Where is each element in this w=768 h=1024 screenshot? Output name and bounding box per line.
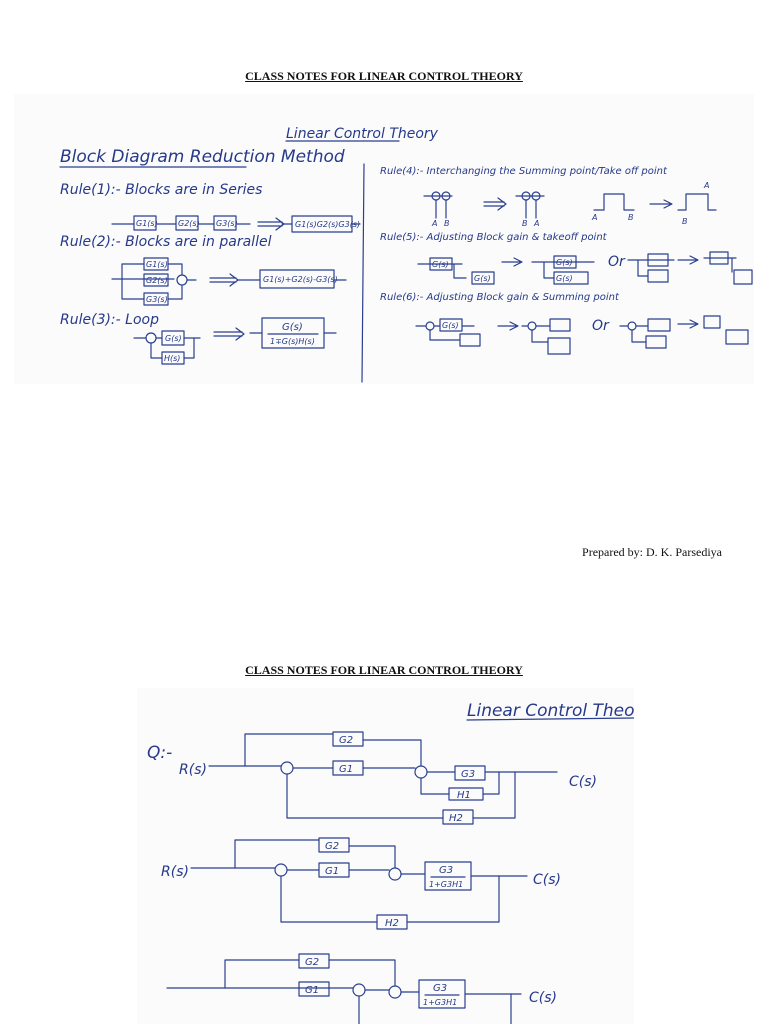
svg-text:C(s): C(s) — [533, 872, 561, 888]
section-heading: Block Diagram Reduction Method — [60, 147, 345, 167]
svg-text:A: A — [533, 219, 539, 228]
svg-text:B: B — [522, 219, 528, 228]
page-title-2: CLASS NOTES FOR LINEAR CONTROL THEORY — [245, 663, 523, 677]
svg-text:G(s): G(s) — [556, 258, 573, 267]
svg-text:A: A — [703, 181, 709, 190]
svg-text:C(s): C(s) — [529, 990, 557, 1006]
svg-text:R(s): R(s) — [179, 762, 207, 778]
series-result: G1(s)G2(s)G3(s) — [295, 220, 360, 229]
handwritten-notes-rules: Linear Control Theory Block Diagram Redu… — [14, 94, 754, 384]
prepared-by: Prepared by: D. K. Parsediya — [582, 545, 722, 559]
svg-text:H2: H2 — [449, 813, 463, 824]
svg-text:H2: H2 — [385, 918, 399, 929]
block-g1: G1(s) — [136, 219, 158, 228]
svg-text:G1(s): G1(s) — [146, 260, 168, 269]
loop-denominator: 1∓G(s)H(s) — [270, 337, 315, 346]
svg-text:H1: H1 — [457, 790, 471, 801]
svg-text:G(s): G(s) — [556, 274, 573, 283]
svg-text:H(s): H(s) — [164, 354, 180, 363]
svg-text:G2: G2 — [339, 735, 353, 746]
svg-text:R(s): R(s) — [161, 864, 189, 880]
notes-heading: Linear Control Theory — [286, 126, 439, 142]
svg-text:B: B — [682, 217, 688, 226]
svg-text:Or: Or — [592, 318, 610, 334]
page-title: CLASS NOTES FOR LINEAR CONTROL THEORY — [245, 69, 523, 83]
rule6-label: Rule(6):- Adjusting Block gain & Summing… — [380, 292, 620, 303]
svg-text:1+G3H1: 1+G3H1 — [423, 998, 457, 1007]
rule2-label: Rule(2):- Blocks are in parallel — [60, 234, 272, 250]
loop-numerator: G(s) — [282, 322, 303, 333]
svg-text:G2: G2 — [305, 957, 319, 968]
svg-text:G(s): G(s) — [474, 274, 491, 283]
handwritten-notes-question: Linear Control Theory Q:- R(s) G1 G2 G3 … — [137, 688, 634, 1024]
svg-text:B: B — [628, 213, 634, 222]
svg-text:G3: G3 — [461, 769, 475, 780]
block-g3: G3(s) — [216, 219, 238, 228]
svg-text:B: B — [444, 219, 450, 228]
svg-text:G1: G1 — [339, 764, 353, 775]
rule4-label: Rule(4):- Interchanging the Summing poin… — [380, 166, 668, 177]
rule1-label: Rule(1):- Blocks are in Series — [60, 182, 262, 198]
svg-text:A: A — [591, 213, 597, 222]
svg-text:A: A — [431, 219, 437, 228]
svg-text:1+G3H1: 1+G3H1 — [429, 880, 463, 889]
svg-text:G2: G2 — [325, 841, 339, 852]
svg-text:C(s): C(s) — [569, 774, 597, 790]
svg-text:G1: G1 — [325, 866, 339, 877]
notes-heading-2: Linear Control Theory — [467, 701, 634, 721]
rule3-label: Rule(3):- Loop — [60, 312, 159, 328]
svg-text:G(s): G(s) — [432, 260, 449, 269]
svg-text:G3(s): G3(s) — [146, 295, 168, 304]
svg-text:G1: G1 — [305, 985, 319, 996]
svg-text:G(s): G(s) — [165, 334, 182, 343]
parallel-result: G1(s)+G2(s)-G3(s) — [263, 275, 338, 284]
svg-text:G2(s): G2(s) — [146, 276, 168, 285]
question-label: Q:- — [147, 743, 172, 763]
rule5-label: Rule(5):- Adjusting Block gain & takeoff… — [380, 232, 608, 243]
block-g2: G2(s) — [178, 219, 200, 228]
svg-text:G3: G3 — [433, 983, 447, 994]
svg-text:G3: G3 — [439, 865, 453, 876]
svg-text:G(s): G(s) — [442, 321, 459, 330]
svg-text:Or: Or — [608, 254, 626, 270]
